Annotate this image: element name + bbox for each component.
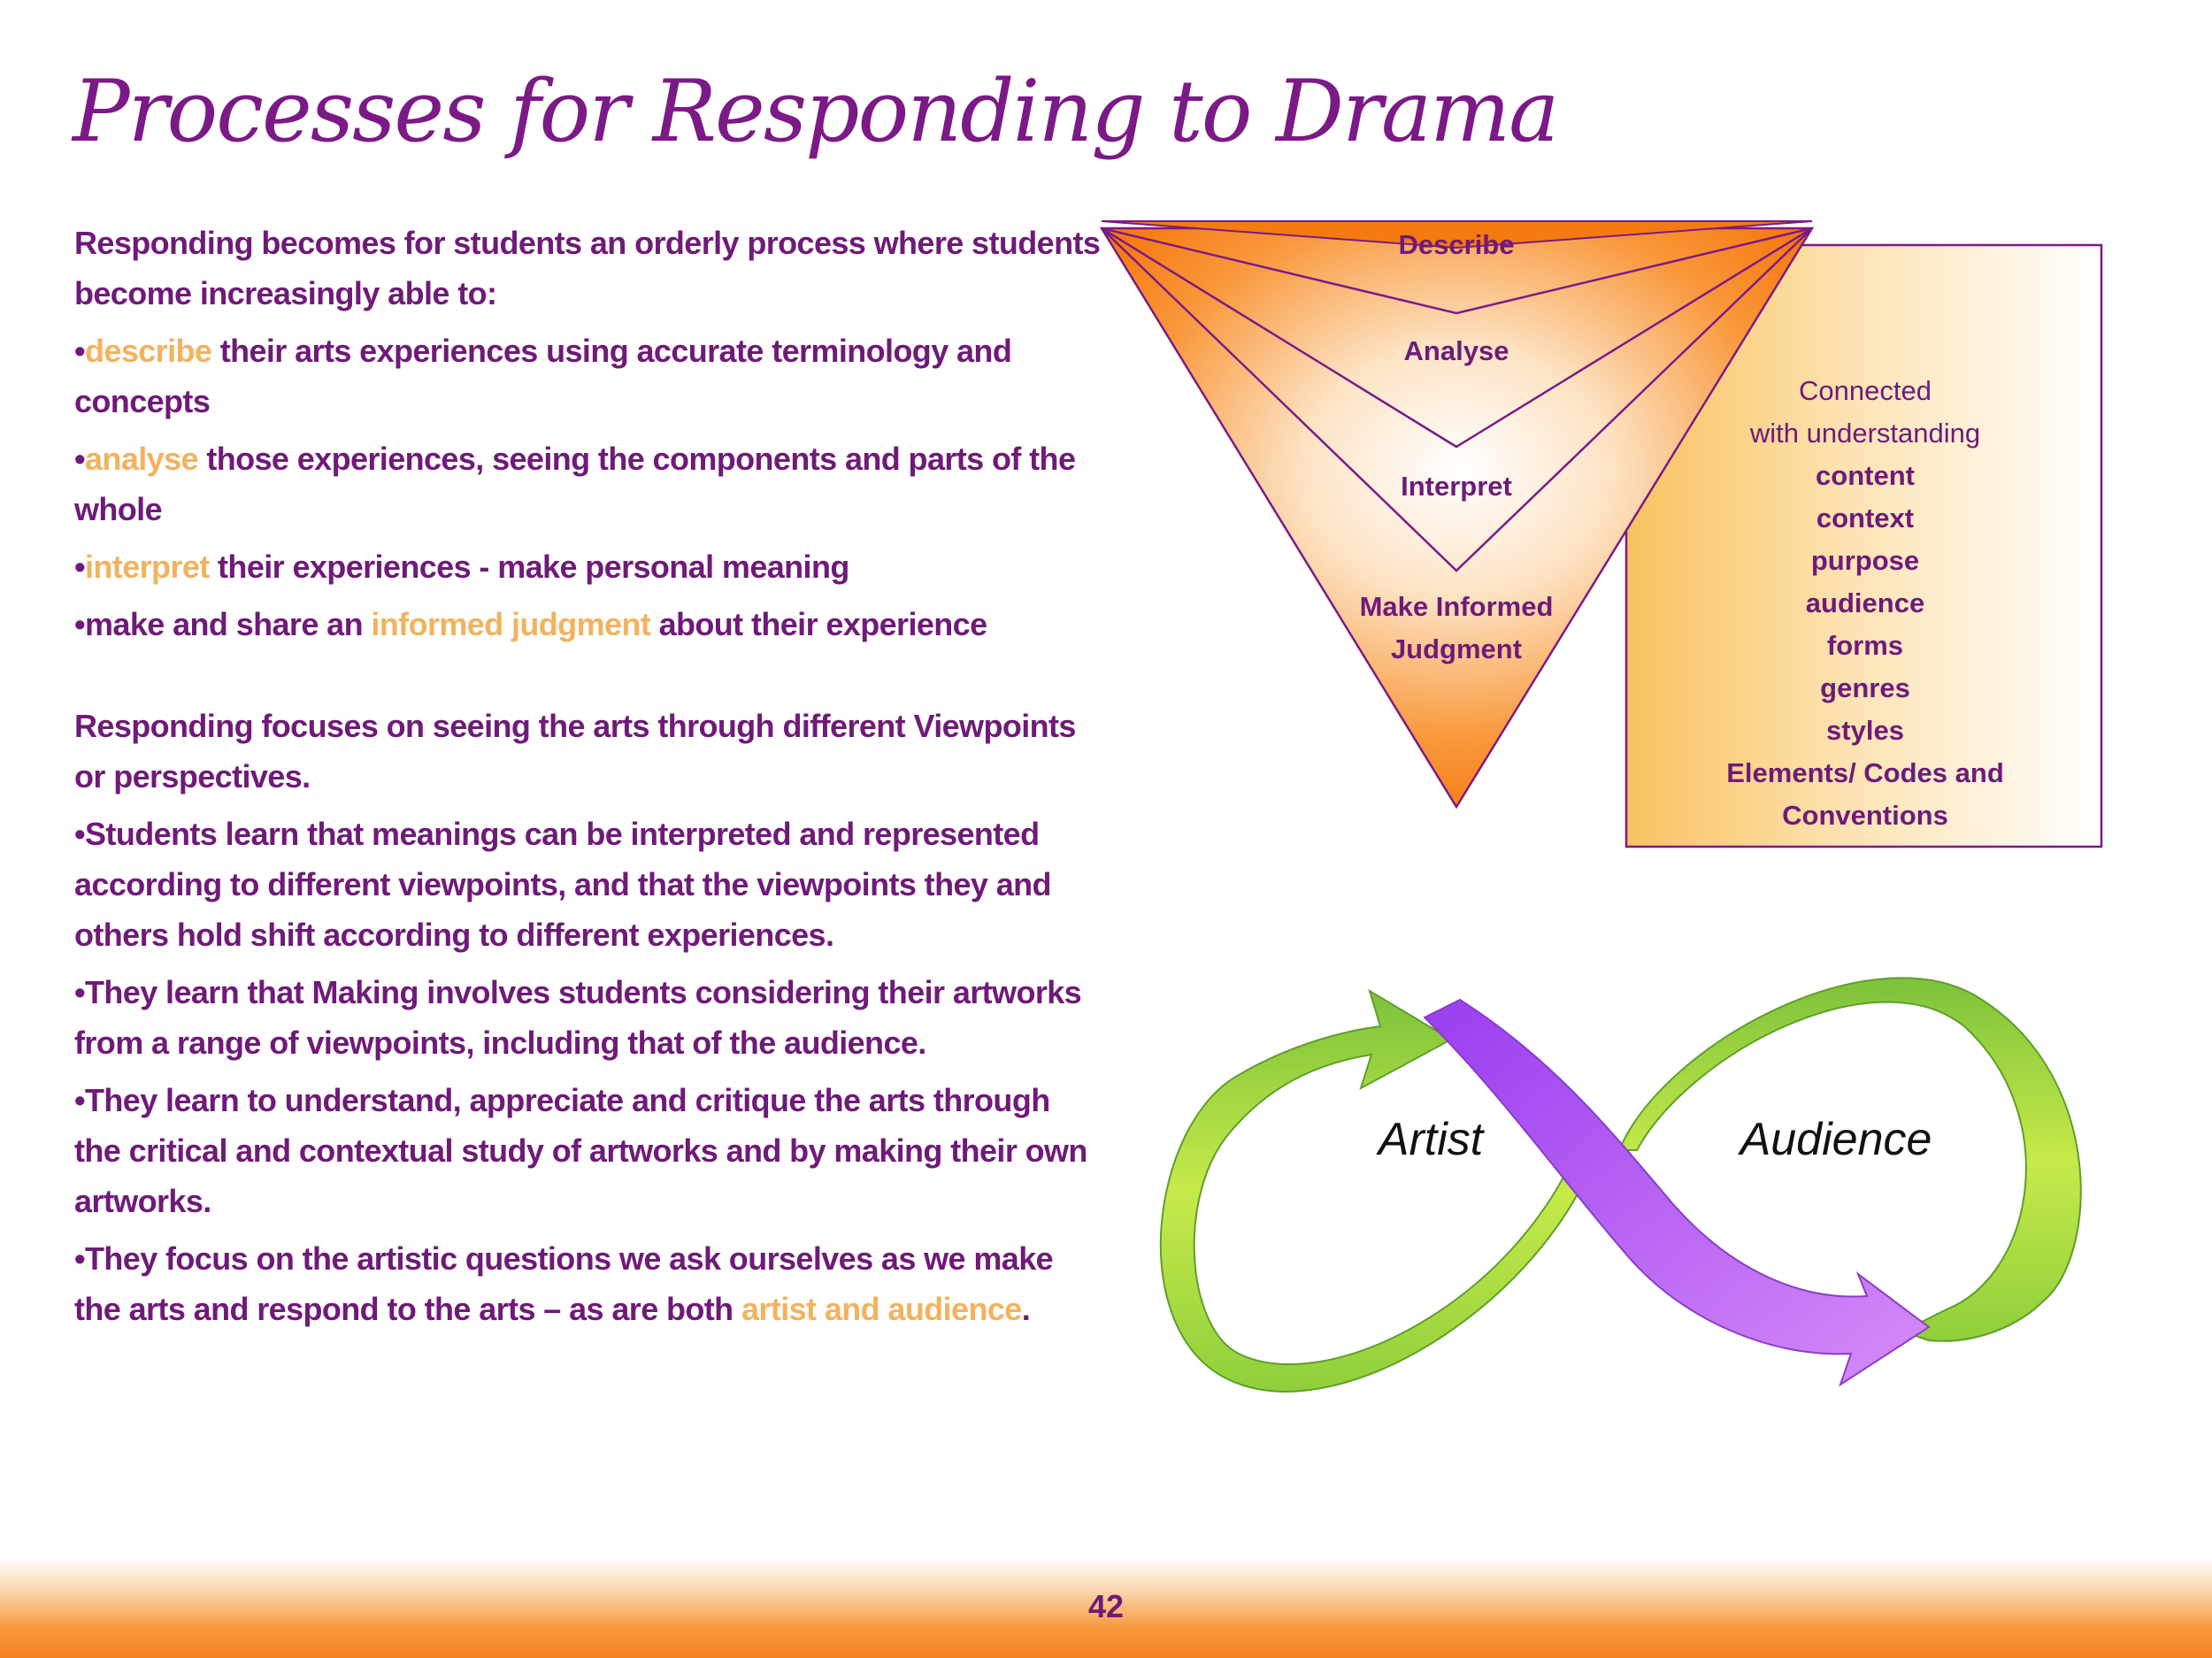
left-green-arrow (1159, 988, 1603, 1393)
page-number: 42 (1087, 1588, 1125, 1624)
highlight-judgment: informed judgment (371, 606, 651, 642)
section2-intro: Responding focuses on seeing the arts th… (74, 708, 1076, 794)
bullet-judgment: •make and share an informed judgment abo… (74, 599, 1101, 649)
section1-intro: Responding becomes for students an order… (74, 225, 1101, 311)
bullet-analyse: •analyse those experiences, seeing the c… (74, 434, 1101, 534)
level-judgment: Judgment (1391, 633, 1522, 664)
bullet-marker: • (74, 333, 86, 369)
bullet-text-pre: They focus on the artistic questions we … (74, 1240, 1054, 1327)
body-text: Responding becomes for students an order… (74, 218, 1101, 1341)
bullet-marker: • (74, 441, 86, 477)
connected-item: audience (1806, 587, 1924, 618)
bullet-marker: • (74, 1240, 86, 1277)
viewpoint-bullet-3: •They learn to understand, appreciate an… (74, 1075, 1101, 1226)
viewpoint-bullet-2: •They learn that Making involves student… (74, 967, 1101, 1068)
highlight-describe: describe (85, 333, 212, 369)
bullet-text-post: . (1021, 1291, 1031, 1327)
bullet-interpret: •interpret their experiences - make pers… (74, 541, 1101, 592)
bullet-text: They learn that Making involves students… (74, 974, 1082, 1061)
infinity-diagram (1159, 977, 2082, 1393)
connected-item: genres (1820, 672, 1910, 703)
viewpoint-bullet-1: •Students learn that meanings can be int… (74, 809, 1101, 960)
connected-item: purpose (1811, 545, 1919, 576)
triangle-outline (1099, 226, 1815, 810)
label-artist: Artist (1376, 1114, 1486, 1165)
bullet-text-pre: make and share an (85, 606, 372, 642)
triangle-divider-3 (1101, 227, 1813, 572)
connected-item: Elements/ Codes and (1726, 757, 2004, 788)
responding-triangle (1099, 220, 1815, 810)
bullet-text: those experiences, seeing the components… (74, 441, 1076, 527)
level-describe: Describe (1399, 229, 1515, 260)
triangle-top-band (1101, 220, 1813, 249)
page-title: Processes for Responding to Drama (73, 62, 1559, 161)
bullet-text: their experiences - make personal meanin… (209, 549, 849, 585)
violet-arrow (1423, 998, 1931, 1387)
level-interpret: Interpret (1401, 471, 1512, 502)
connected-item: Conventions (1782, 800, 1948, 831)
bullet-marker: • (74, 549, 86, 585)
bullet-marker: • (74, 606, 86, 642)
triangle-divider-2 (1101, 226, 1813, 449)
level-analyse: Analyse (1404, 335, 1509, 366)
footer-band (0, 1557, 2212, 1658)
connected-item: content (1816, 460, 1915, 491)
bullet-marker: • (74, 974, 86, 1010)
triangle-divider-1 (1101, 226, 1813, 315)
connected-box (1624, 243, 2103, 848)
bullet-text: their arts experiences using accurate te… (74, 333, 1012, 419)
connected-line1: Connected (1799, 375, 1932, 406)
highlight-analyse: analyse (85, 441, 199, 477)
bullet-marker: • (74, 1082, 86, 1118)
bullet-text: They learn to understand, appreciate and… (74, 1082, 1087, 1219)
connected-item: forms (1827, 630, 1903, 661)
bullet-describe: •describe their arts experiences using a… (74, 326, 1101, 426)
connected-line2: with understanding (1749, 418, 1980, 449)
connected-item: context (1816, 503, 1914, 533)
highlight-artist-audience: artist and audience (741, 1291, 1022, 1327)
connected-item: styles (1826, 715, 1904, 746)
viewpoint-bullet-4: •They focus on the artistic questions we… (74, 1233, 1101, 1334)
right-green-arrow (1617, 977, 2082, 1342)
level-make-informed: Make Informed (1360, 591, 1554, 622)
bullet-text: about their experience (650, 606, 988, 642)
bullet-marker: • (74, 816, 86, 852)
highlight-interpret: interpret (85, 549, 210, 585)
bullet-text: Students learn that meanings can be inte… (74, 816, 1052, 953)
label-audience: Audience (1738, 1114, 1932, 1165)
